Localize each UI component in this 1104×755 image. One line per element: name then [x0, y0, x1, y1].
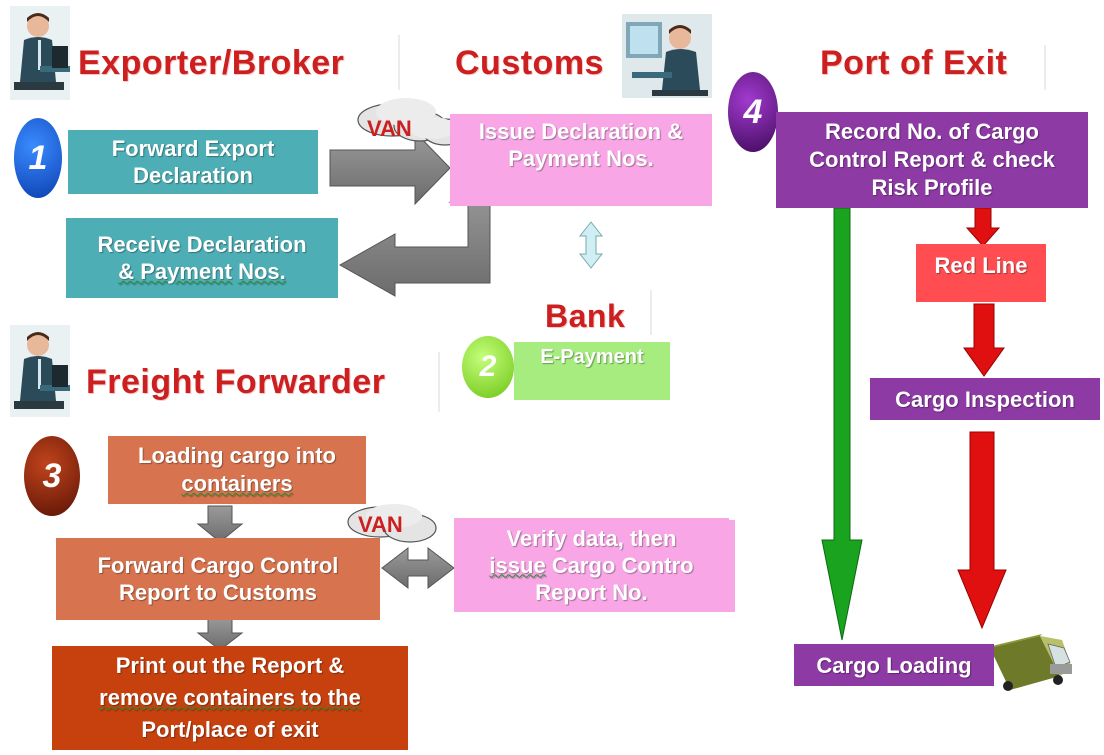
verify-data-line-1: Verify data, then [506, 525, 677, 551]
issue-declaration-label: Issue Declaration & Payment Nos. [478, 119, 684, 171]
port-of-exit-heading: Port of Exit [820, 44, 1008, 82]
arrow-loading-to-forward [196, 505, 244, 543]
step-1-badge: 1 [14, 118, 62, 198]
arrow-red-3 [957, 431, 1007, 630]
e-payment-label: E-Payment [540, 346, 644, 368]
record-no-box: Record No. of Cargo Control Report & che… [776, 112, 1088, 208]
arrow-forward-to-customs [329, 130, 451, 206]
van-label: VAN [358, 512, 403, 537]
cargo-inspection-box: Cargo Inspection [870, 378, 1100, 420]
receive-declaration-line-3: Nos. [238, 259, 286, 284]
issue-declaration-box: Issue Declaration & Payment Nos. [450, 114, 712, 206]
loading-cargo-line-1: Loading cargo into [138, 443, 336, 468]
exporter-broker-heading: Exporter/Broker [78, 44, 345, 82]
cargo-inspection-label: Cargo Inspection [895, 386, 1075, 412]
person-at-desk-icon [10, 325, 70, 417]
print-report-line-2: remove containers to the [99, 685, 361, 710]
e-payment-box: E-Payment [514, 342, 670, 400]
person-at-desk-icon [10, 6, 70, 100]
red-line-label: Red Line [934, 253, 1028, 278]
arrow-red-2 [963, 303, 1005, 377]
van-label: VAN [367, 116, 412, 141]
person-at-desk-icon [622, 14, 712, 98]
bank-heading: Bank [545, 298, 626, 334]
loading-cargo-box: Loading cargo into containers [108, 436, 366, 504]
customs-heading: Customs [455, 44, 604, 82]
forward-cargo-control-label: Forward Cargo Control Report to Customs [97, 553, 339, 605]
forward-cargo-control-box: Forward Cargo Control Report to Customs [56, 538, 380, 620]
step-3-badge: 3 [24, 436, 80, 516]
arrow-red-1 [965, 207, 1001, 247]
forward-export-declaration-box: Forward Export Declaration [68, 130, 318, 194]
print-report-line-1: Print out the Report & [115, 653, 345, 678]
receive-declaration-line-1: Receive Declaration [97, 232, 307, 257]
red-line-box: Red Line [916, 244, 1046, 302]
loading-cargo-line-2: containers [181, 471, 293, 496]
receive-declaration-box: Receive Declaration & Payment Nos. [66, 218, 338, 298]
cloud-icon [347, 504, 437, 543]
arrow-customs-bank [578, 221, 604, 269]
truck-icon [990, 634, 1072, 691]
print-report-line-3: Port/place of exit [141, 717, 319, 742]
cargo-loading-box: Cargo Loading [794, 644, 994, 686]
forward-export-declaration-label: Forward Export Declaration [111, 136, 275, 188]
arrow-green-to-loading [821, 207, 863, 641]
verify-data-line-3: Cargo Contro [551, 552, 694, 578]
verify-data-line-2: issue [489, 552, 546, 578]
print-report-box: Print out the Report & remove containers… [52, 646, 408, 750]
step-2-badge: 2 [462, 336, 514, 398]
verify-data-box: Verify data, then issue Cargo Contro Rep… [454, 518, 729, 612]
step-4-badge: 4 [728, 72, 778, 152]
record-no-label: Record No. of Cargo Control Report & che… [809, 119, 1055, 200]
verify-data-line-4: Report No. [535, 579, 648, 605]
freight-forwarder-heading: Freight Forwarder [86, 363, 386, 401]
cargo-loading-label: Cargo Loading [816, 652, 972, 678]
arrow-forward-verify [381, 546, 455, 590]
receive-declaration-line-2: & Payment [118, 259, 232, 284]
